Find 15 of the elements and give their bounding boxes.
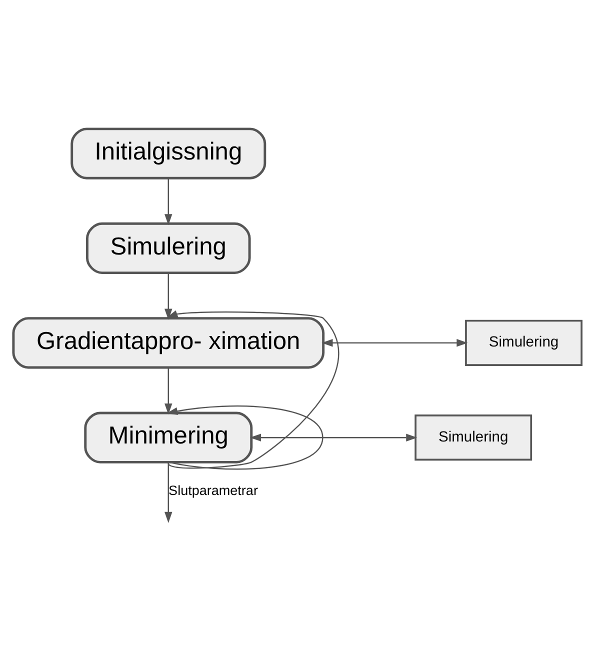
arrow bbox=[164, 272, 172, 320]
node-box: Gradientappro- ximation bbox=[12, 316, 325, 368]
arrow bbox=[166, 310, 339, 468]
arrow bbox=[322, 338, 468, 346]
arrow bbox=[164, 178, 172, 225]
node-box: Minimering bbox=[84, 411, 253, 463]
node-box: Simulering bbox=[86, 222, 251, 274]
arrow bbox=[164, 367, 172, 414]
node-box: Simulering bbox=[465, 319, 582, 366]
node-box: Initialgissning bbox=[70, 127, 266, 179]
arrow bbox=[166, 404, 324, 470]
arrow bbox=[164, 462, 172, 522]
arrow bbox=[250, 433, 418, 441]
node-box: Simulering bbox=[414, 414, 532, 460]
edge-label: Slutparametrar bbox=[168, 482, 258, 498]
